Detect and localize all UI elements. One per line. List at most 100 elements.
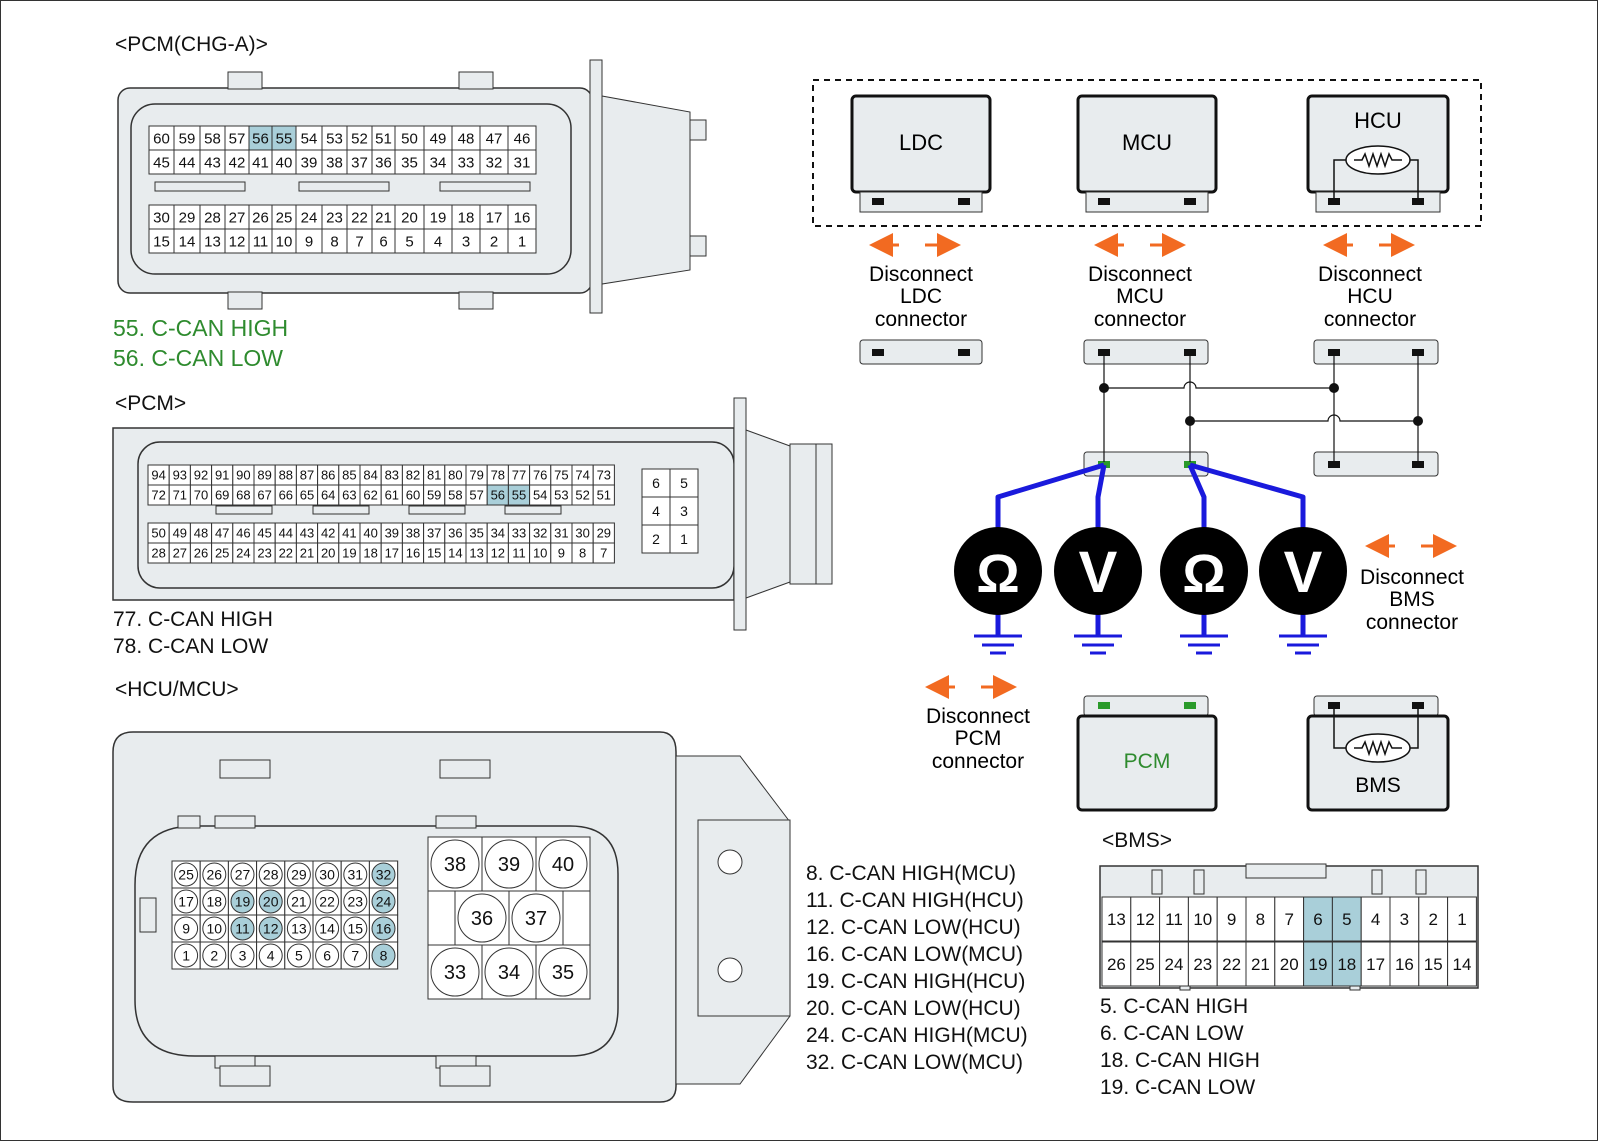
pin-number: 23 [1193, 955, 1212, 974]
pin-cell: 50 [147, 522, 170, 544]
disconnect-hcu-line3: connector [1324, 308, 1416, 331]
pin-cell: 28 [199, 204, 226, 230]
pin-cell: 23 [343, 889, 368, 914]
pin-cell: 39 [380, 522, 403, 544]
pin-number: 33 [444, 962, 466, 984]
pin-cell: 33 [507, 522, 531, 544]
pin-cell: 55 [507, 484, 531, 506]
pin-cell: 33 [451, 149, 481, 175]
pin-number: 43 [204, 154, 221, 171]
pin-cell: 14 [315, 916, 340, 941]
pin-number: 44 [179, 154, 196, 171]
pin-number: 41 [342, 526, 356, 541]
pin-number: 39 [301, 154, 318, 171]
pin-number: 90 [236, 468, 250, 483]
pin-cell: 44 [173, 149, 201, 175]
pin-cell: 7 [592, 542, 615, 564]
mcu-module: MCU [1076, 94, 1218, 213]
pin-cell: 4 [258, 943, 283, 968]
pin-cell: 5 [669, 468, 699, 498]
pin-number: 40 [552, 854, 574, 876]
pin-cell: 87 [295, 464, 319, 486]
pin-number: 39 [498, 854, 520, 876]
pin-cell: 78 [486, 464, 509, 486]
pin-cell: 15 [343, 916, 368, 941]
pin-cell: 17 [174, 889, 199, 914]
pin-cell: 6 [641, 468, 671, 498]
pin-number: 12 [229, 233, 246, 250]
pin-cell: 70 [189, 484, 213, 506]
pin-cell: 81 [423, 464, 446, 486]
pin-cell: 26 [189, 542, 213, 564]
pin-number: 36 [375, 154, 392, 171]
pin-number: 22 [351, 209, 368, 226]
legend-line: 18. C-CAN HIGH [1100, 1049, 1260, 1072]
pin-number: 85 [342, 468, 356, 483]
pin-cell: 66 [274, 484, 297, 506]
pin-number: 22 [1222, 955, 1241, 974]
pin-number: 45 [153, 154, 170, 171]
pin-number: 7 [351, 948, 359, 964]
pin-cell: 13 [286, 916, 311, 941]
pin-number: 19 [430, 209, 447, 226]
pin-number: 23 [326, 209, 343, 226]
pin-number: 71 [173, 488, 187, 503]
pcm-module-label: PCM [1124, 750, 1171, 773]
pin-cell: 60 [148, 125, 175, 151]
pin-number: 17 [178, 894, 194, 910]
pin-number: 11 [512, 546, 526, 561]
pin-cell: 7 [1274, 896, 1305, 942]
pin-number: 29 [179, 209, 196, 226]
pin-number: 10 [533, 546, 547, 561]
pin-cell: 19 [423, 204, 453, 230]
pin-number: 49 [173, 526, 187, 541]
pin-cell: 8 [371, 943, 396, 968]
pin-cell: 26 [1101, 941, 1132, 987]
pin-number: 7 [1284, 910, 1293, 929]
pin-number: 93 [173, 468, 187, 483]
pin-cell: 57 [465, 484, 488, 506]
pin-cell: 6 [1303, 896, 1333, 942]
pin-cell: 22 [1216, 941, 1247, 987]
pin-number: 51 [375, 130, 392, 147]
pin-cell: 9 [1216, 896, 1247, 942]
pin-cell: 34 [484, 947, 534, 997]
pin-number: 87 [300, 468, 314, 483]
pin-number: 24 [236, 546, 250, 561]
pin-number: 10 [276, 233, 293, 250]
pin-cell: 40 [359, 522, 382, 544]
pin-number: 4 [267, 948, 275, 964]
pin-number: 15 [427, 546, 441, 561]
pin-cell: 45 [253, 522, 276, 544]
pin-cell: 14 [1447, 941, 1477, 987]
pin-cell: 76 [529, 464, 552, 486]
pin-cell: 90 [232, 464, 255, 486]
pin-cell: 18 [202, 889, 227, 914]
disconnect-hcu-line1: Disconnect [1318, 263, 1422, 286]
disconnect-arrows [869, 233, 1457, 699]
pin-cell: 4 [641, 496, 671, 526]
pin-number: 19 [235, 894, 251, 910]
pin-cell: 24 [295, 204, 323, 230]
pin-number: 3 [462, 233, 470, 250]
pin-cell: 19 [338, 542, 361, 564]
pcm-module: PCM [1076, 695, 1218, 812]
pin-cell: 41 [338, 522, 361, 544]
pin-cell: 32 [529, 522, 552, 544]
pin-cell: 52 [571, 484, 594, 506]
pin-cell: 2 [202, 943, 227, 968]
pin-cell: 7 [346, 228, 373, 254]
pin-cell: 31 [343, 862, 368, 887]
legend-line: 12. C-CAN LOW(HCU) [806, 916, 1021, 939]
pin-cell: 65 [295, 484, 319, 506]
pin-number: 48 [458, 130, 475, 147]
pin-cell: 8 [1245, 896, 1276, 942]
pin-cell: 48 [189, 522, 213, 544]
pin-number: 62 [363, 488, 377, 503]
disconnect-mcu-line2: MCU [1116, 285, 1164, 308]
pin-number: 92 [194, 468, 208, 483]
pin-number: 12 [1136, 910, 1155, 929]
pin-number: 19 [342, 546, 356, 561]
pin-cell: 21 [295, 542, 319, 564]
pin-number: 25 [1136, 955, 1155, 974]
